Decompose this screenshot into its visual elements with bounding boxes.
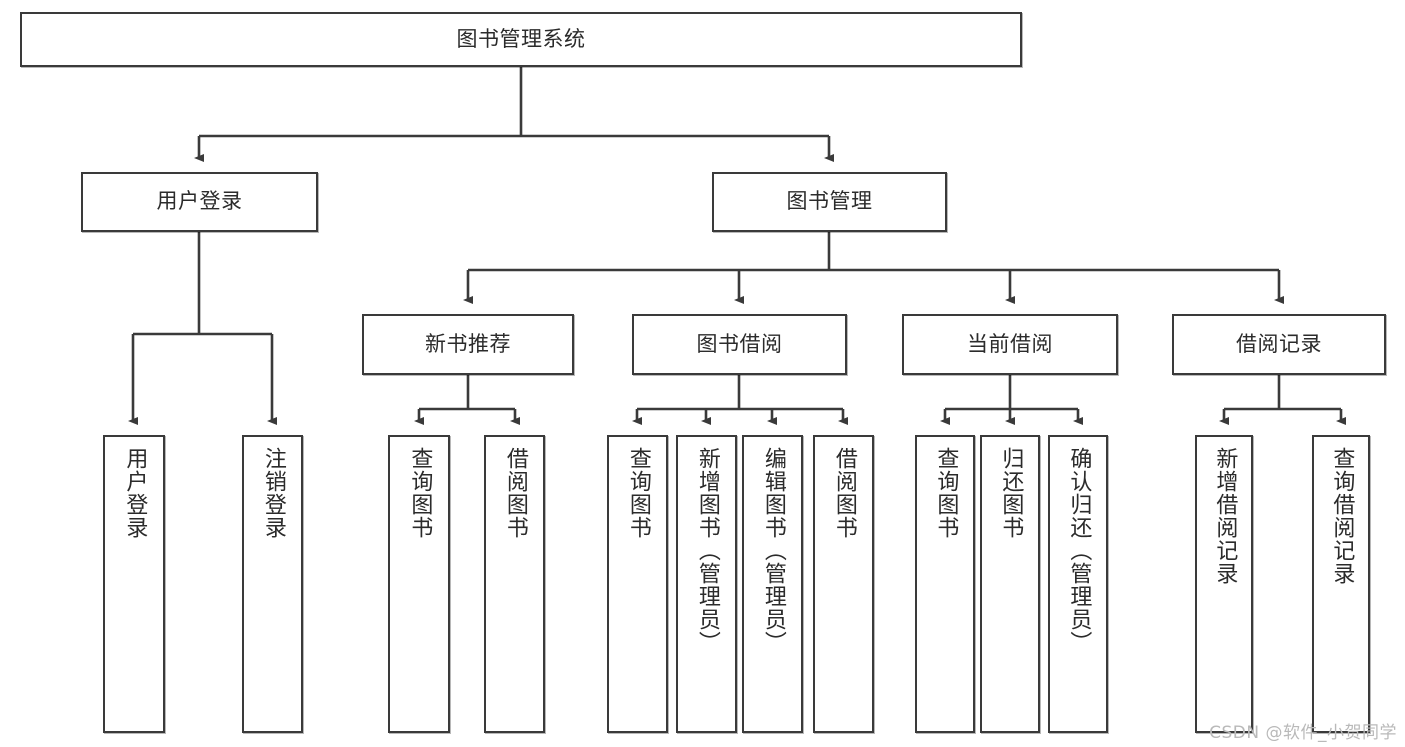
edge-current-borrow-to-leaves [940,375,1083,425]
node-label: 图书管理 [786,189,873,214]
edge-new-book-to-leaves [414,375,520,425]
leaf-edit-book-admin[interactable]: 编辑图书（管理员） [742,435,803,733]
node-label: 编辑图书（管理员） [760,447,786,654]
node-label: 图书借阅 [696,331,783,356]
leaf-query-book-current[interactable]: 查询图书 [915,435,975,733]
node-label: 新书推荐 [425,331,511,356]
node-label: 查询借阅记录 [1329,447,1355,585]
leaf-return-book[interactable]: 归还图书 [980,435,1040,733]
node-new-book-recommend[interactable]: 新书推荐 [362,314,574,375]
node-label: 用户登录 [122,447,148,539]
leaf-logout[interactable]: 注销登录 [242,435,303,733]
node-label: 新增借阅记录 [1212,447,1238,585]
node-current-borrow[interactable]: 当前借阅 [902,314,1118,375]
node-label: 注销登录 [260,447,286,539]
leaf-query-borrow-record[interactable]: 查询借阅记录 [1312,435,1370,733]
edge-user-login-to-leaves [128,232,277,425]
csdn-watermark: CSDN @软件_小贺同学 [1209,723,1397,743]
leaf-borrow-book-new[interactable]: 借阅图书 [484,435,545,733]
node-user-login[interactable]: 用户登录 [81,172,318,232]
leaf-query-book-borrow[interactable]: 查询图书 [607,435,668,733]
node-borrow-record[interactable]: 借阅记录 [1172,314,1386,375]
node-label: 借阅图书 [831,447,857,539]
node-label: 借阅记录 [1236,331,1322,356]
node-label: 查询图书 [933,447,959,539]
node-label: 确认归还（管理员） [1066,447,1092,654]
node-label: 借阅图书 [502,447,528,539]
node-label: 归还图书 [998,447,1024,539]
node-label: 查询图书 [625,447,651,539]
leaf-add-book-admin[interactable]: 新增图书（管理员） [676,435,737,733]
leaf-add-borrow-record[interactable]: 新增借阅记录 [1195,435,1253,733]
edge-book-manage-to-level2 [463,232,1284,304]
node-label: 查询图书 [407,447,433,539]
node-root[interactable]: 图书管理系统 [20,12,1022,67]
edge-book-borrow-to-leaves [632,375,848,425]
edge-root-to-level1 [194,67,834,162]
leaf-confirm-return-admin[interactable]: 确认归还（管理员） [1048,435,1108,733]
leaf-borrow-book[interactable]: 借阅图书 [813,435,874,733]
node-book-manage[interactable]: 图书管理 [712,172,947,232]
node-label: 用户登录 [156,189,243,214]
node-book-borrow[interactable]: 图书借阅 [632,314,847,375]
node-label: 新增图书（管理员） [694,447,720,654]
leaf-query-book-new[interactable]: 查询图书 [388,435,450,733]
node-label: 图书管理系统 [456,26,586,51]
leaf-user-login[interactable]: 用户登录 [103,435,165,733]
edge-borrow-record-to-leaves [1219,375,1346,425]
node-label: 当前借阅 [967,331,1053,356]
